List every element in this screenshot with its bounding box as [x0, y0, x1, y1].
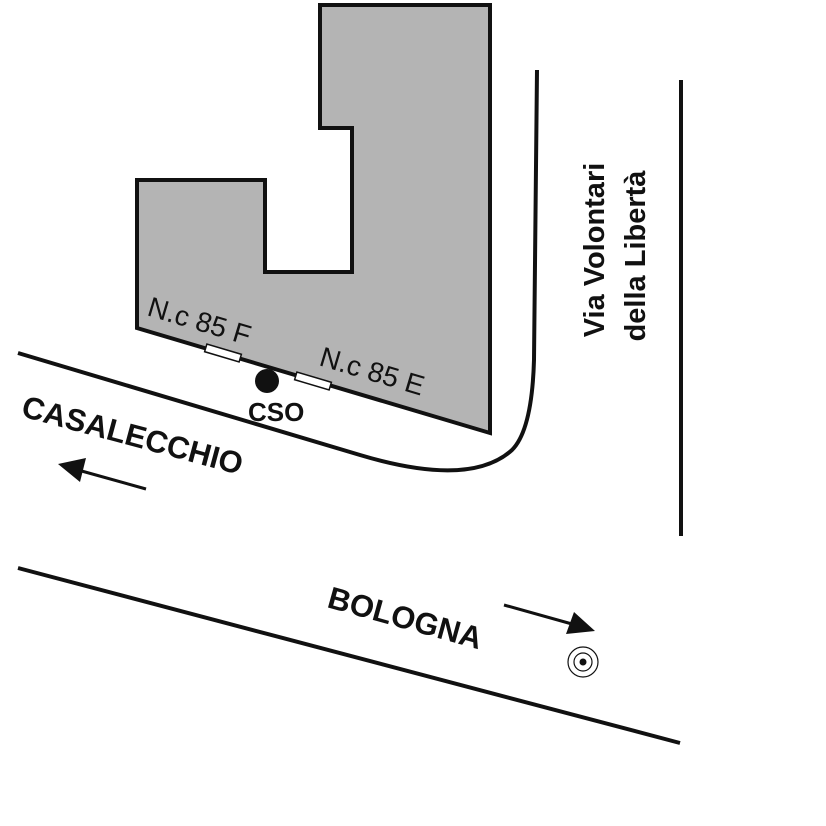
road-lower-edge [17, 566, 681, 745]
bologna-label: BOLOGNA [324, 580, 486, 656]
arrow-right-icon [503, 603, 595, 634]
entrance-85e-marker [293, 371, 333, 391]
cso-label: CSO [248, 397, 304, 427]
street-name-line2: della Libertà [620, 170, 652, 342]
road-upper-edge [17, 69, 539, 473]
target-marker-icon [567, 646, 599, 678]
arrow-left-icon [58, 458, 147, 491]
entrance-85f-marker [203, 343, 243, 363]
cso-point-icon [255, 369, 279, 393]
street-name-line1: Via Volontari [579, 163, 611, 338]
building [135, 3, 492, 436]
casalecchio-label: CASALECCHIO [18, 389, 247, 482]
